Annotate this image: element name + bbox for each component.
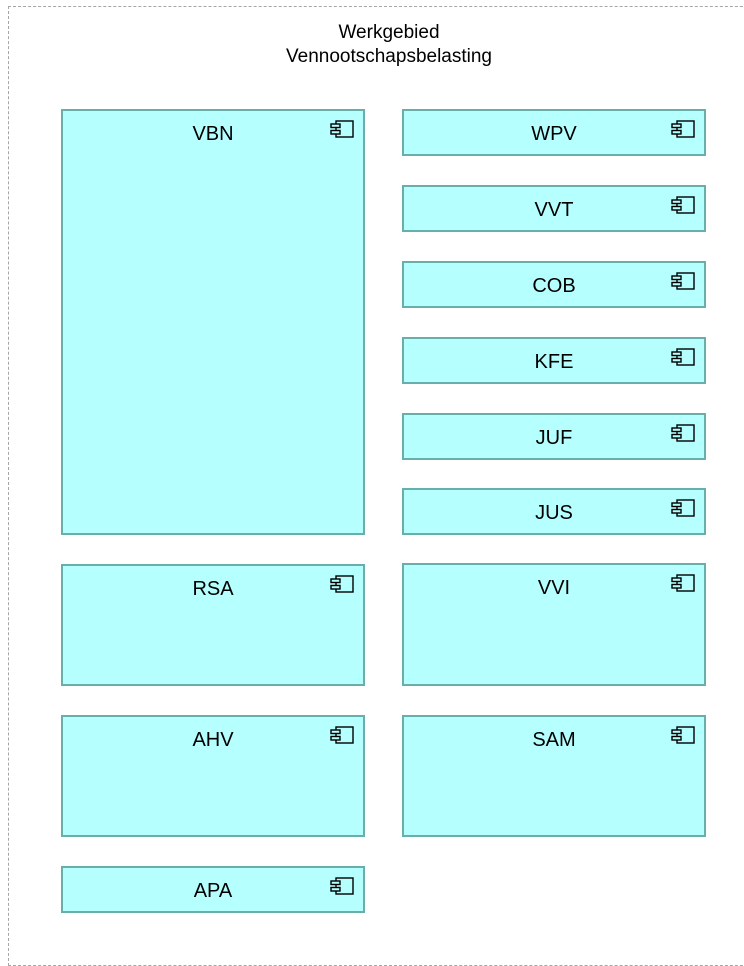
group-title-line-1: Werkgebied bbox=[338, 22, 440, 43]
component-label: APA bbox=[193, 880, 233, 902]
component-icon bbox=[671, 424, 695, 442]
component-icon bbox=[330, 877, 354, 895]
component-icon bbox=[671, 348, 695, 366]
component-kfe[interactable]: KFE bbox=[402, 337, 706, 384]
component-icon bbox=[330, 726, 354, 744]
component-label: VBN bbox=[192, 123, 234, 145]
component-icon bbox=[671, 196, 695, 214]
component-label: WPV bbox=[531, 123, 577, 145]
component-label: JUF bbox=[535, 427, 573, 449]
component-apa[interactable]: APA bbox=[61, 866, 365, 913]
component-label: VVT bbox=[534, 199, 574, 221]
component-label: COB bbox=[532, 275, 576, 297]
component-icon bbox=[330, 575, 354, 593]
component-label: JUS bbox=[535, 502, 573, 524]
component-label: RSA bbox=[192, 578, 234, 600]
component-jus[interactable]: JUS bbox=[402, 488, 706, 535]
component-juf[interactable]: JUF bbox=[402, 413, 706, 460]
component-rsa[interactable]: RSA bbox=[61, 564, 365, 686]
component-wpv[interactable]: WPV bbox=[402, 109, 706, 156]
component-label: KFE bbox=[534, 351, 574, 373]
group-title: Werkgebied Vennootschapsbelasting bbox=[9, 21, 744, 69]
component-label: SAM bbox=[532, 729, 576, 751]
component-icon bbox=[330, 120, 354, 138]
component-icon bbox=[671, 499, 695, 517]
component-icon bbox=[671, 726, 695, 744]
component-vvt[interactable]: VVT bbox=[402, 185, 706, 232]
component-vbn[interactable]: VBN bbox=[61, 109, 365, 535]
component-cob[interactable]: COB bbox=[402, 261, 706, 308]
component-icon bbox=[671, 272, 695, 290]
group-title-line-2: Vennootschapsbelasting bbox=[286, 46, 492, 67]
component-vvi[interactable]: VVI bbox=[402, 563, 706, 686]
component-icon bbox=[671, 574, 695, 592]
component-ahv[interactable]: AHV bbox=[61, 715, 365, 837]
component-label: VVI bbox=[537, 577, 571, 599]
component-label: AHV bbox=[192, 729, 234, 751]
component-icon bbox=[671, 120, 695, 138]
component-sam[interactable]: SAM bbox=[402, 715, 706, 837]
